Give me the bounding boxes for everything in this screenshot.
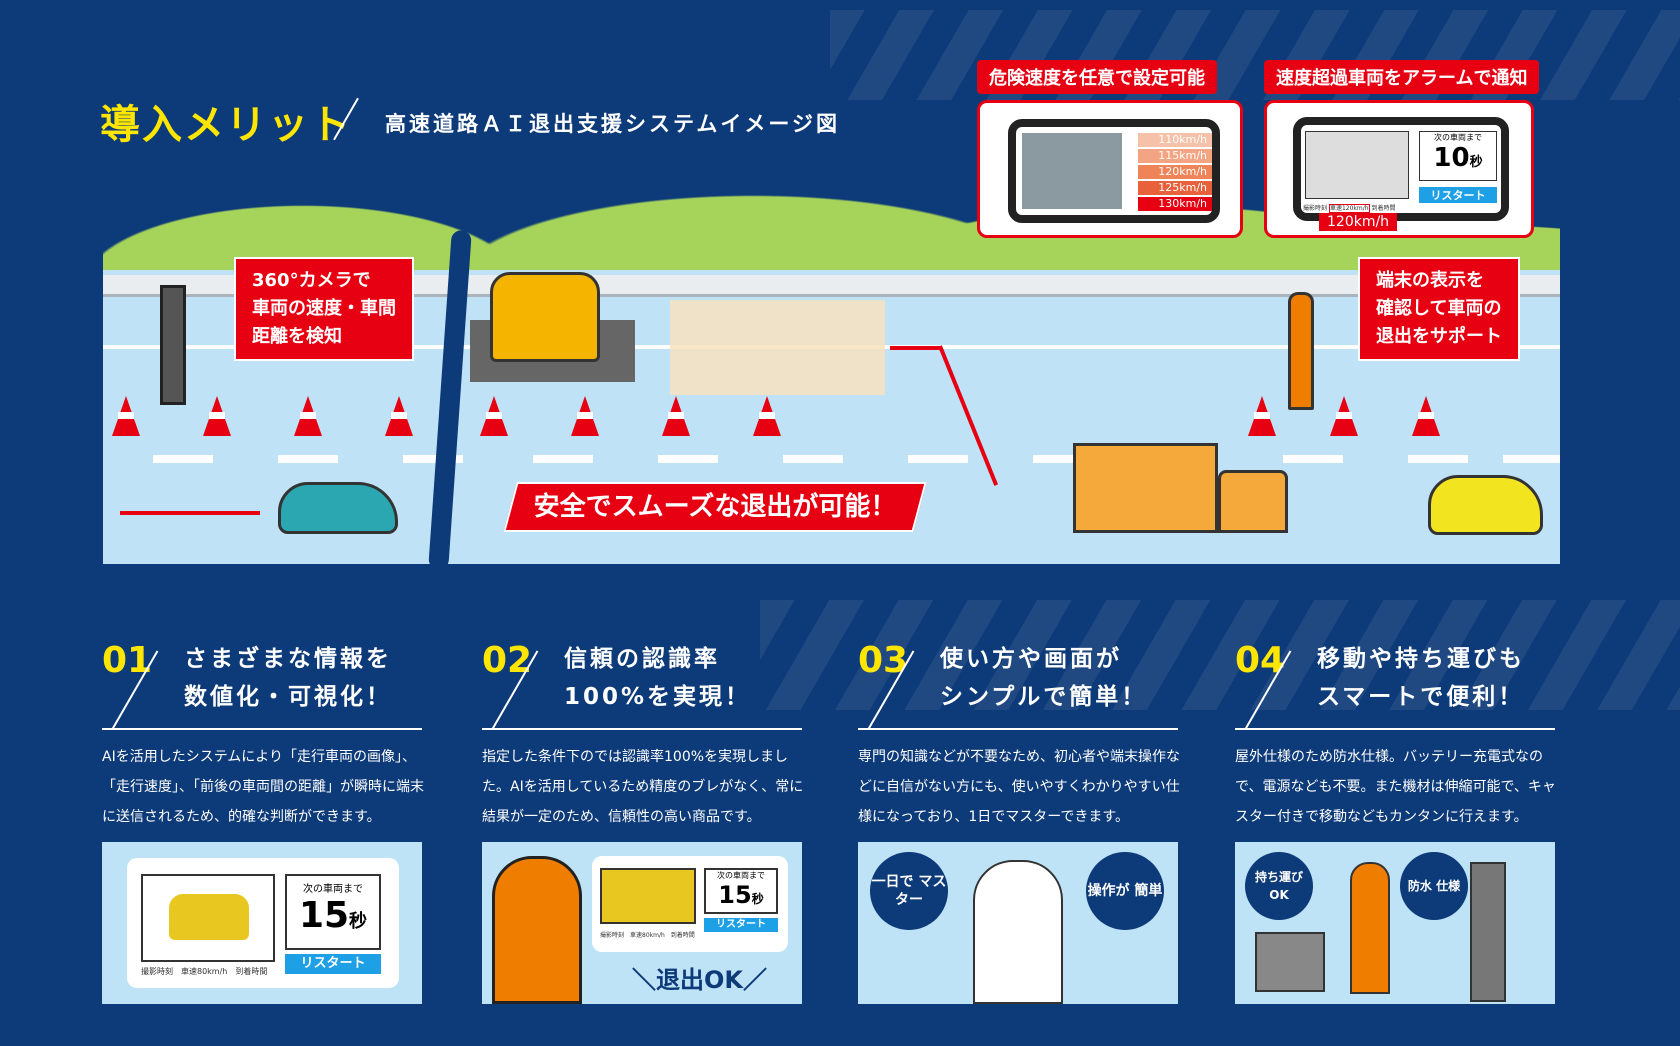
feature-01-image: 撮影時刻 車速80km/h 到着時間 次の車両まで 15秒 リスタート [102,842,422,1004]
feature-04-image: 持ち運び OK 防水 仕様 [1235,842,1555,1004]
feature-02-image: 撮影時刻 車速80km/h 到着時間 次の車両まで 15秒 リスタート ＼退出O… [482,842,802,1004]
speed-option: 110km/h [1138,133,1212,147]
cone-icon [294,396,322,436]
page-subtitle: 高速道路ＡＩ退出支援システムイメージ図 [385,112,840,136]
camera-device-icon [160,285,186,405]
cone-icon [1248,396,1276,436]
cone-icon [662,396,690,436]
speed-option: 130km/h [1138,197,1212,211]
camera-image [1022,133,1122,209]
countdown: 次の車両まで 10秒 [1419,131,1497,181]
page-title: 導入メリット [100,102,352,148]
callout-line: 確認して車両の [1376,298,1502,319]
truck-cab-icon [1218,470,1288,533]
cone-icon [1412,396,1440,436]
countdown: 次の車両まで 15秒 [704,868,778,914]
screen2-label: 速度超過車両をアラームで通知 [1264,60,1540,94]
screen-footer: 撮影時刻 車速120km/h 到着時間 [1303,204,1396,213]
worker-callout: 端末の表示を 確認して車両の 退出をサポート [1358,257,1520,361]
callout-line: 端末の表示を [1376,270,1484,291]
feature-body: AIを活用したシステムにより「走行車両の画像」、「走行速度」、「前後の車両間の距… [102,749,424,825]
countdown: 次の車両まで 15秒 [285,874,381,950]
person-icon [973,860,1063,1004]
cone-icon [753,396,781,436]
feature-body: 専門の知識などが不要なため、初心者や端末操作などに自信がない方にも、使いやすくわ… [858,749,1180,825]
yellow-car-icon [1428,475,1543,535]
faded-truck-icon [670,300,885,395]
cone-icon [385,396,413,436]
feature-03-image: 一日で マスター 操作が 簡単 [858,842,1178,1004]
feature-heading: さまざまな情報を数値化・可視化！ [184,646,392,710]
feature-heading: 移動や持ち運びもスマートで便利！ [1317,646,1525,710]
bubble-waterproof: 防水 仕様 [1400,852,1468,920]
banner-text: 安全でスムーズな退出が可能！ [533,492,897,522]
car-icon [278,482,398,534]
worker-icon [1288,292,1314,410]
callout-line: 360°カメラで [252,270,371,291]
cone-icon [112,396,140,436]
speed-option-selected: 120km/h [1138,165,1212,179]
screen-footer: 撮影時刻 車速80km/h 到着時間 [600,932,695,939]
car-image [141,874,275,962]
speed-option: 125km/h [1138,181,1212,195]
exit-arrow-icon [890,346,940,350]
exit-banner: 安全でスムーズな退出が可能！ [503,482,927,532]
road-roller-icon [490,272,600,362]
cone-icon [1330,396,1358,436]
restart-button[interactable]: リスタート [704,918,778,932]
terminal-screen: 撮影時刻 車速80km/h 到着時間 次の車両まで 15秒 リスタート [592,856,788,952]
tablet: 110km/h 115km/h 120km/h 125km/h 130km/h [1008,119,1220,223]
terminal-screen: 撮影時刻 車速80km/h 到着時間 次の車両まで 15秒 リスタート [127,858,399,988]
truck-icon [1073,443,1218,533]
callout-line: 車両の速度・車間 [252,298,396,319]
cone-icon [203,396,231,436]
callout-line: 退出をサポート [1376,326,1502,347]
exit-ok-caption: ＼退出OK／ [632,966,767,994]
alert-speed: 120km/h [1319,213,1398,231]
feature-body: 屋外仕様のため防水仕様。バッテリー充電式なので、電源なども不要。また機材は伸縮可… [1235,749,1556,825]
car-image [1305,131,1409,199]
speed-option: 115km/h [1138,149,1212,163]
restart-button[interactable]: リスタート [285,954,381,974]
car-image [600,868,696,924]
cone-icon [571,396,599,436]
speed-alarm-panel: 撮影時刻 車速120km/h 到着時間 次の車両まで 10秒 リスタート 120… [1264,100,1534,238]
feature-body: 指定した条件下のでは認識率100%を実現しました。AIを活用しているため精度のブ… [482,749,804,825]
feature-heading: 使い方や画面がシンプルで簡単！ [940,646,1148,710]
bg-stripes [760,600,1680,710]
bubble-portable: 持ち運び OK [1245,852,1313,920]
arrow-icon [120,511,260,515]
bg-stripes [830,10,1680,100]
cone-icon [480,396,508,436]
bubble-master: 一日で マスター [870,852,948,930]
callout-line: 距離を検知 [252,326,342,347]
speed-setting-panel: 110km/h 115km/h 120km/h 125km/h 130km/h [977,100,1243,238]
tablet: 撮影時刻 車速120km/h 到着時間 次の車両まで 10秒 リスタート [1293,117,1509,221]
speed-list: 110km/h 115km/h 120km/h 125km/h 130km/h [1138,133,1212,213]
camera-callout: 360°カメラで 車両の速度・車間 距離を検知 [234,257,414,361]
restart-button[interactable]: リスタート [1419,187,1497,203]
screen-footer: 撮影時刻 車速80km/h 到着時間 [141,967,268,976]
device-cart-icon [1255,932,1325,992]
screen1-label: 危険速度を任意で設定可能 [977,60,1217,94]
camera-device-icon [1470,862,1506,1002]
worker-icon [1350,862,1390,994]
bubble-easy: 操作が 簡単 [1086,852,1164,930]
worker-icon [492,856,582,1004]
